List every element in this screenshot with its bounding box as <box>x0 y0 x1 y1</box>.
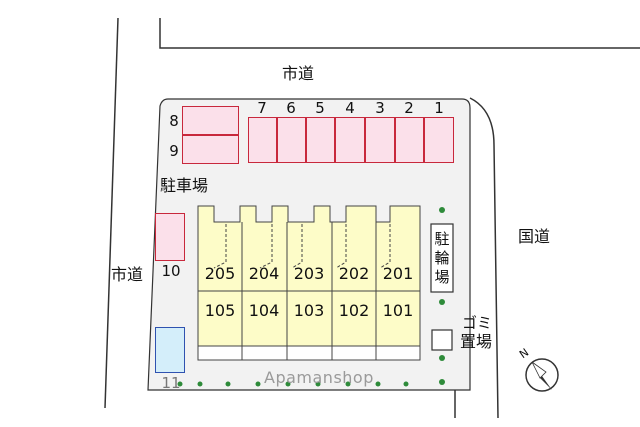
bicycle-parking-box <box>430 223 454 293</box>
unit-number: 102 <box>338 301 370 320</box>
unit-number: 201 <box>382 264 414 283</box>
unit-number: 105 <box>204 301 236 320</box>
space-number: 2 <box>404 99 414 117</box>
unit-number: 104 <box>248 301 280 320</box>
parking-label: 駐車場 <box>160 176 209 195</box>
unit-number: 204 <box>248 264 280 283</box>
space-number: 9 <box>169 142 179 160</box>
unit-number: 205 <box>204 264 236 283</box>
compass-icon <box>525 358 559 392</box>
building <box>197 205 421 347</box>
parking-space-9 <box>182 135 239 164</box>
space-number: 3 <box>375 99 385 117</box>
space-number: 4 <box>345 99 355 117</box>
space-number: 6 <box>286 99 296 117</box>
tree-dots <box>177 207 445 387</box>
unit-number: 101 <box>382 301 414 320</box>
watermark: Apamanshop <box>264 368 374 387</box>
parking-space-7 <box>248 117 277 163</box>
parking-space-5 <box>306 117 335 163</box>
city-road-top-label: 市道 <box>282 64 315 83</box>
space-number: 5 <box>315 99 325 117</box>
space-number: 10 <box>161 262 181 280</box>
national-road-label: 国道 <box>518 227 551 246</box>
road-edge-top <box>159 18 640 49</box>
parking-space-2 <box>395 117 424 163</box>
garbage-box <box>431 329 453 351</box>
parking-space-10 <box>155 213 185 261</box>
parking-space-3 <box>365 117 395 163</box>
road-edge-right-outer <box>469 97 499 419</box>
garbage-label-line2: 置場 <box>460 332 493 351</box>
parking-space-6 <box>277 117 306 163</box>
road-edge-left <box>104 17 119 409</box>
space-number: 11 <box>161 374 181 392</box>
space-number: 1 <box>434 99 444 117</box>
space-number: 7 <box>257 99 267 117</box>
unit-number: 103 <box>293 301 325 320</box>
bicycle-parking-label: 駐 輪 場 <box>434 230 450 286</box>
parking-space-8 <box>182 106 239 135</box>
unit-number: 202 <box>338 264 370 283</box>
space-number: 8 <box>169 112 179 130</box>
parking-space-4 <box>335 117 365 163</box>
garbage-label-line1: ゴミ <box>462 314 493 332</box>
unit-number: 203 <box>293 264 325 283</box>
parking-space-1 <box>424 117 454 163</box>
parking-space-11 <box>155 327 185 373</box>
city-road-left-label: 市道 <box>111 265 144 284</box>
